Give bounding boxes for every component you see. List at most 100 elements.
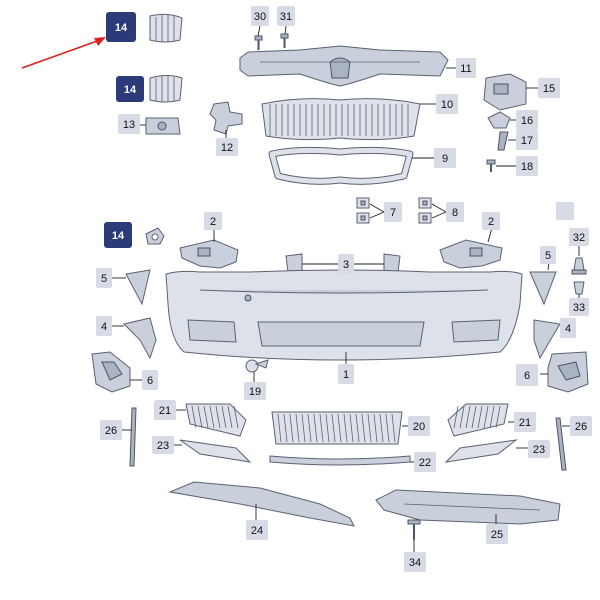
callout-11[interactable]: 11 — [456, 58, 476, 78]
part-25-underbody-panel — [375, 489, 561, 526]
callout-23-left[interactable]: 23 — [152, 436, 174, 454]
callout-14-upper[interactable]: 14 — [106, 12, 136, 42]
part-9-grille-surround — [268, 146, 434, 185]
callout-5-left[interactable]: 5 — [96, 268, 112, 288]
svg-text:30: 30 — [254, 11, 266, 23]
callout-16[interactable]: 16 — [516, 110, 538, 130]
part-30-screw — [254, 25, 263, 50]
grille-slat — [191, 405, 197, 429]
callout-25[interactable]: 25 — [486, 524, 508, 544]
callout-6-left[interactable]: 6 — [142, 370, 158, 390]
callout-2-right[interactable]: 2 — [482, 212, 500, 230]
svg-text:4: 4 — [101, 321, 107, 333]
svg-text:33: 33 — [573, 302, 585, 314]
grille-slat — [459, 405, 465, 429]
grille-slat — [313, 413, 318, 443]
svg-text:6: 6 — [524, 370, 530, 382]
part-2-left-headlight-bracket — [179, 228, 239, 269]
svg-text:18: 18 — [521, 161, 533, 173]
callout-14-middle[interactable]: 14 — [116, 76, 144, 102]
svg-text:5: 5 — [101, 273, 107, 285]
svg-text:32: 32 — [573, 232, 585, 244]
part-6-right-fog-trim — [540, 351, 589, 393]
grille-slat — [227, 405, 233, 429]
callout-3[interactable]: 3 — [338, 254, 354, 274]
grille-slat — [343, 413, 348, 443]
svg-text:4: 4 — [565, 323, 571, 335]
callout-blank[interactable] — [556, 202, 574, 220]
part-10-radiator-grille — [261, 98, 436, 141]
callout-9[interactable]: 9 — [434, 148, 456, 168]
grille-slat — [489, 405, 495, 429]
grille-slat — [379, 413, 384, 443]
svg-text:7: 7 — [390, 207, 396, 219]
svg-text:16: 16 — [521, 115, 533, 127]
grille-slat — [301, 413, 306, 443]
svg-text:12: 12 — [221, 142, 233, 154]
callout-15[interactable]: 15 — [538, 78, 560, 98]
grille-slat — [221, 405, 227, 429]
part-23-right-trim — [444, 439, 528, 463]
callout-20[interactable]: 20 — [408, 416, 430, 436]
callout-4-right[interactable]: 4 — [560, 318, 576, 338]
callout-31[interactable]: 31 — [277, 6, 295, 26]
callout-8[interactable]: 8 — [446, 202, 464, 222]
grille-slat — [197, 405, 203, 429]
part-32-bolt — [571, 246, 587, 275]
callout-32[interactable]: 32 — [569, 228, 589, 246]
part-2-right-headlight-bracket — [439, 227, 503, 269]
part-23-left-trim — [174, 439, 252, 463]
svg-text:14: 14 — [115, 22, 128, 34]
part-20-lower-grille — [271, 411, 412, 445]
svg-text:26: 26 — [575, 421, 587, 433]
svg-text:2: 2 — [210, 216, 216, 228]
callout-22[interactable]: 22 — [414, 452, 436, 472]
svg-text:17: 17 — [521, 135, 533, 147]
callout-4-left[interactable]: 4 — [96, 316, 112, 336]
svg-text:22: 22 — [419, 457, 431, 469]
callout-33[interactable]: 33 — [569, 298, 589, 316]
callout-26-right[interactable]: 26 — [570, 416, 592, 436]
part-21-left-grille — [174, 403, 247, 437]
part-6-left-fog-trim — [91, 351, 142, 393]
grille-slat — [277, 413, 282, 443]
callout-17[interactable]: 17 — [516, 130, 538, 150]
part-34-screw — [407, 519, 421, 552]
callout-12[interactable]: 12 — [216, 138, 238, 156]
callout-23-right[interactable]: 23 — [528, 440, 550, 458]
grille-slat — [331, 413, 336, 443]
svg-text:34: 34 — [409, 557, 421, 569]
part-26-right-strip — [555, 417, 572, 471]
callout-6-right[interactable]: 6 — [516, 364, 538, 386]
part-11-grille-carrier — [239, 45, 457, 87]
svg-text:25: 25 — [491, 529, 503, 541]
svg-text:6: 6 — [147, 375, 153, 387]
callout-5-right[interactable]: 5 — [540, 246, 556, 264]
highlight-arrow — [21, 37, 106, 69]
callout-1[interactable]: 1 — [338, 364, 354, 384]
callout-26-left[interactable]: 26 — [100, 420, 122, 440]
svg-text:9: 9 — [442, 153, 448, 165]
callout-10[interactable]: 10 — [436, 94, 458, 114]
callout-21-left[interactable]: 21 — [154, 400, 176, 420]
part-21-right-grille — [447, 403, 514, 437]
callout-14-lower[interactable]: 14 — [104, 222, 132, 248]
callout-34[interactable]: 34 — [404, 552, 426, 572]
part-18-screw — [486, 159, 516, 172]
callout-21-right[interactable]: 21 — [514, 412, 536, 432]
part-16-clip — [487, 111, 516, 129]
callout-24[interactable]: 24 — [246, 520, 268, 540]
svg-text:15: 15 — [543, 83, 555, 95]
svg-text:11: 11 — [460, 63, 471, 75]
callout-13[interactable]: 13 — [118, 114, 140, 134]
callout-2-left[interactable]: 2 — [204, 212, 222, 230]
svg-text:21: 21 — [159, 405, 171, 417]
part-15-sensor-bracket — [483, 73, 538, 111]
part-31-screw — [280, 25, 289, 48]
callout-30[interactable]: 30 — [251, 6, 269, 26]
grille-slat — [349, 413, 354, 443]
callout-18[interactable]: 18 — [516, 156, 538, 176]
grille-slat — [483, 405, 489, 429]
callout-19[interactable]: 19 — [244, 382, 266, 400]
callout-7[interactable]: 7 — [384, 202, 402, 222]
